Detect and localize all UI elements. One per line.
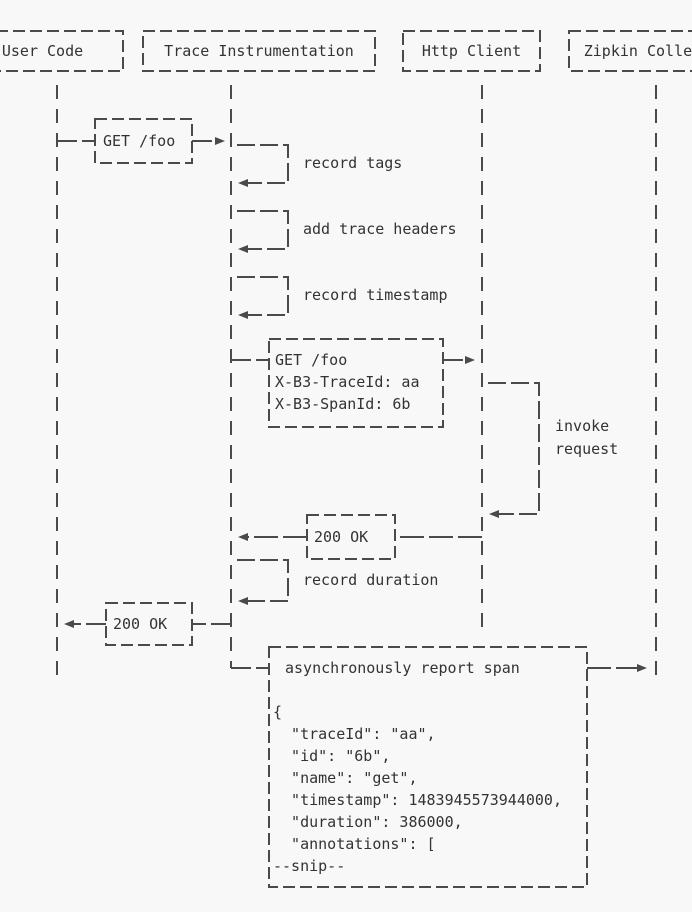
message-box-get-foo: [94, 118, 193, 164]
message-box-request-headers: [268, 338, 444, 428]
self-loop-record-timestamp: [237, 276, 289, 319]
actor-label-zipkin-collector: Zipkin Collector: [583, 42, 692, 60]
actor-box-zipkin-collector: [568, 30, 692, 72]
message-label-request-line-2: X-B3-TraceId: aa: [275, 373, 420, 391]
span-json-line-duration: "duration": 386000,: [273, 813, 463, 831]
message-label-invoke: invoke: [555, 417, 610, 435]
actor-label-http-client: Http Client: [421, 42, 522, 60]
message-box-ok-user: [105, 602, 193, 646]
message-label-request: request: [555, 440, 619, 458]
self-loop-invoke-request: [488, 382, 540, 518]
message-label-ok-trace: 200 OK: [314, 528, 369, 546]
span-json-line-timestamp: "timestamp": 1483945573944000,: [273, 791, 562, 809]
message-label-record-duration: record duration: [303, 571, 439, 589]
actor-box-trace-instrumentation: [142, 30, 376, 72]
message-label-request-line-1: GET /foo: [275, 351, 348, 369]
span-json-line-name: "name": "get",: [273, 769, 418, 787]
message-label-get-foo: GET /foo: [103, 132, 176, 150]
message-box-report-span: [268, 646, 588, 888]
message-label-request-line-3: X-B3-SpanId: 6b: [275, 395, 411, 413]
message-label-add-trace-headers: add trace headers: [303, 220, 457, 238]
message-label-record-tags: record tags: [303, 154, 403, 172]
message-label-record-timestamp: record timestamp: [303, 286, 448, 304]
message-label-ok-user: 200 OK: [113, 615, 168, 633]
self-loop-record-duration: [237, 559, 289, 605]
span-json-line-annotations: "annotations": [: [273, 835, 436, 853]
span-json-line-open-brace: {: [273, 703, 283, 721]
span-json-line-id: "id": "6b",: [273, 747, 391, 765]
actor-label-trace-instrumentation: Trace Instrumentation: [164, 42, 354, 60]
actor-box-http-client: [402, 30, 541, 72]
span-json-line-snip: --snip--: [273, 857, 346, 875]
span-json-line-traceid: "traceId": "aa",: [273, 725, 436, 743]
self-loop-record-tags: [237, 144, 289, 187]
self-loop-add-trace-headers: [237, 210, 289, 253]
actor-label-user-code: User Code: [1, 42, 84, 60]
message-label-report-span-title: asynchronously report span: [285, 659, 520, 677]
actor-box-user-code: [0, 30, 124, 72]
